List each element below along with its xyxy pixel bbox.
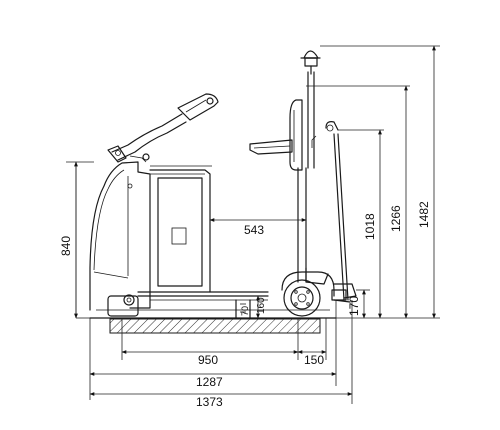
label-1287: 1287 <box>196 375 223 389</box>
front-caster-wheel <box>107 294 139 317</box>
front-body <box>89 161 151 311</box>
label-840: 840 <box>59 236 73 256</box>
label-1018: 1018 <box>363 213 377 240</box>
label-950: 950 <box>198 353 218 367</box>
dimension-lines <box>66 45 440 404</box>
tow-hitch <box>331 283 357 303</box>
rear-drive-wheel <box>281 267 335 317</box>
ground-hatch-plate <box>109 318 321 334</box>
label-70: 70 <box>240 306 250 316</box>
chassis-frame <box>96 291 330 319</box>
coupling-lever <box>311 121 349 301</box>
tiller-handle <box>107 93 219 163</box>
dimension-labels: 950 150 1287 1373 543 840 1018 1266 1482… <box>59 201 431 409</box>
battery-compartment <box>149 165 212 293</box>
backrest <box>289 99 303 171</box>
label-1266: 1266 <box>389 205 403 232</box>
label-543: 543 <box>244 223 264 237</box>
seat-armrest <box>249 139 293 155</box>
label-1482: 1482 <box>417 201 431 228</box>
label-170: 170 <box>347 296 361 316</box>
vehicle <box>89 50 357 334</box>
label-1373: 1373 <box>196 395 223 409</box>
label-160: 160 <box>256 297 267 314</box>
beacon-light <box>300 50 321 75</box>
operator-mast <box>297 71 315 283</box>
label-150: 150 <box>304 353 324 367</box>
